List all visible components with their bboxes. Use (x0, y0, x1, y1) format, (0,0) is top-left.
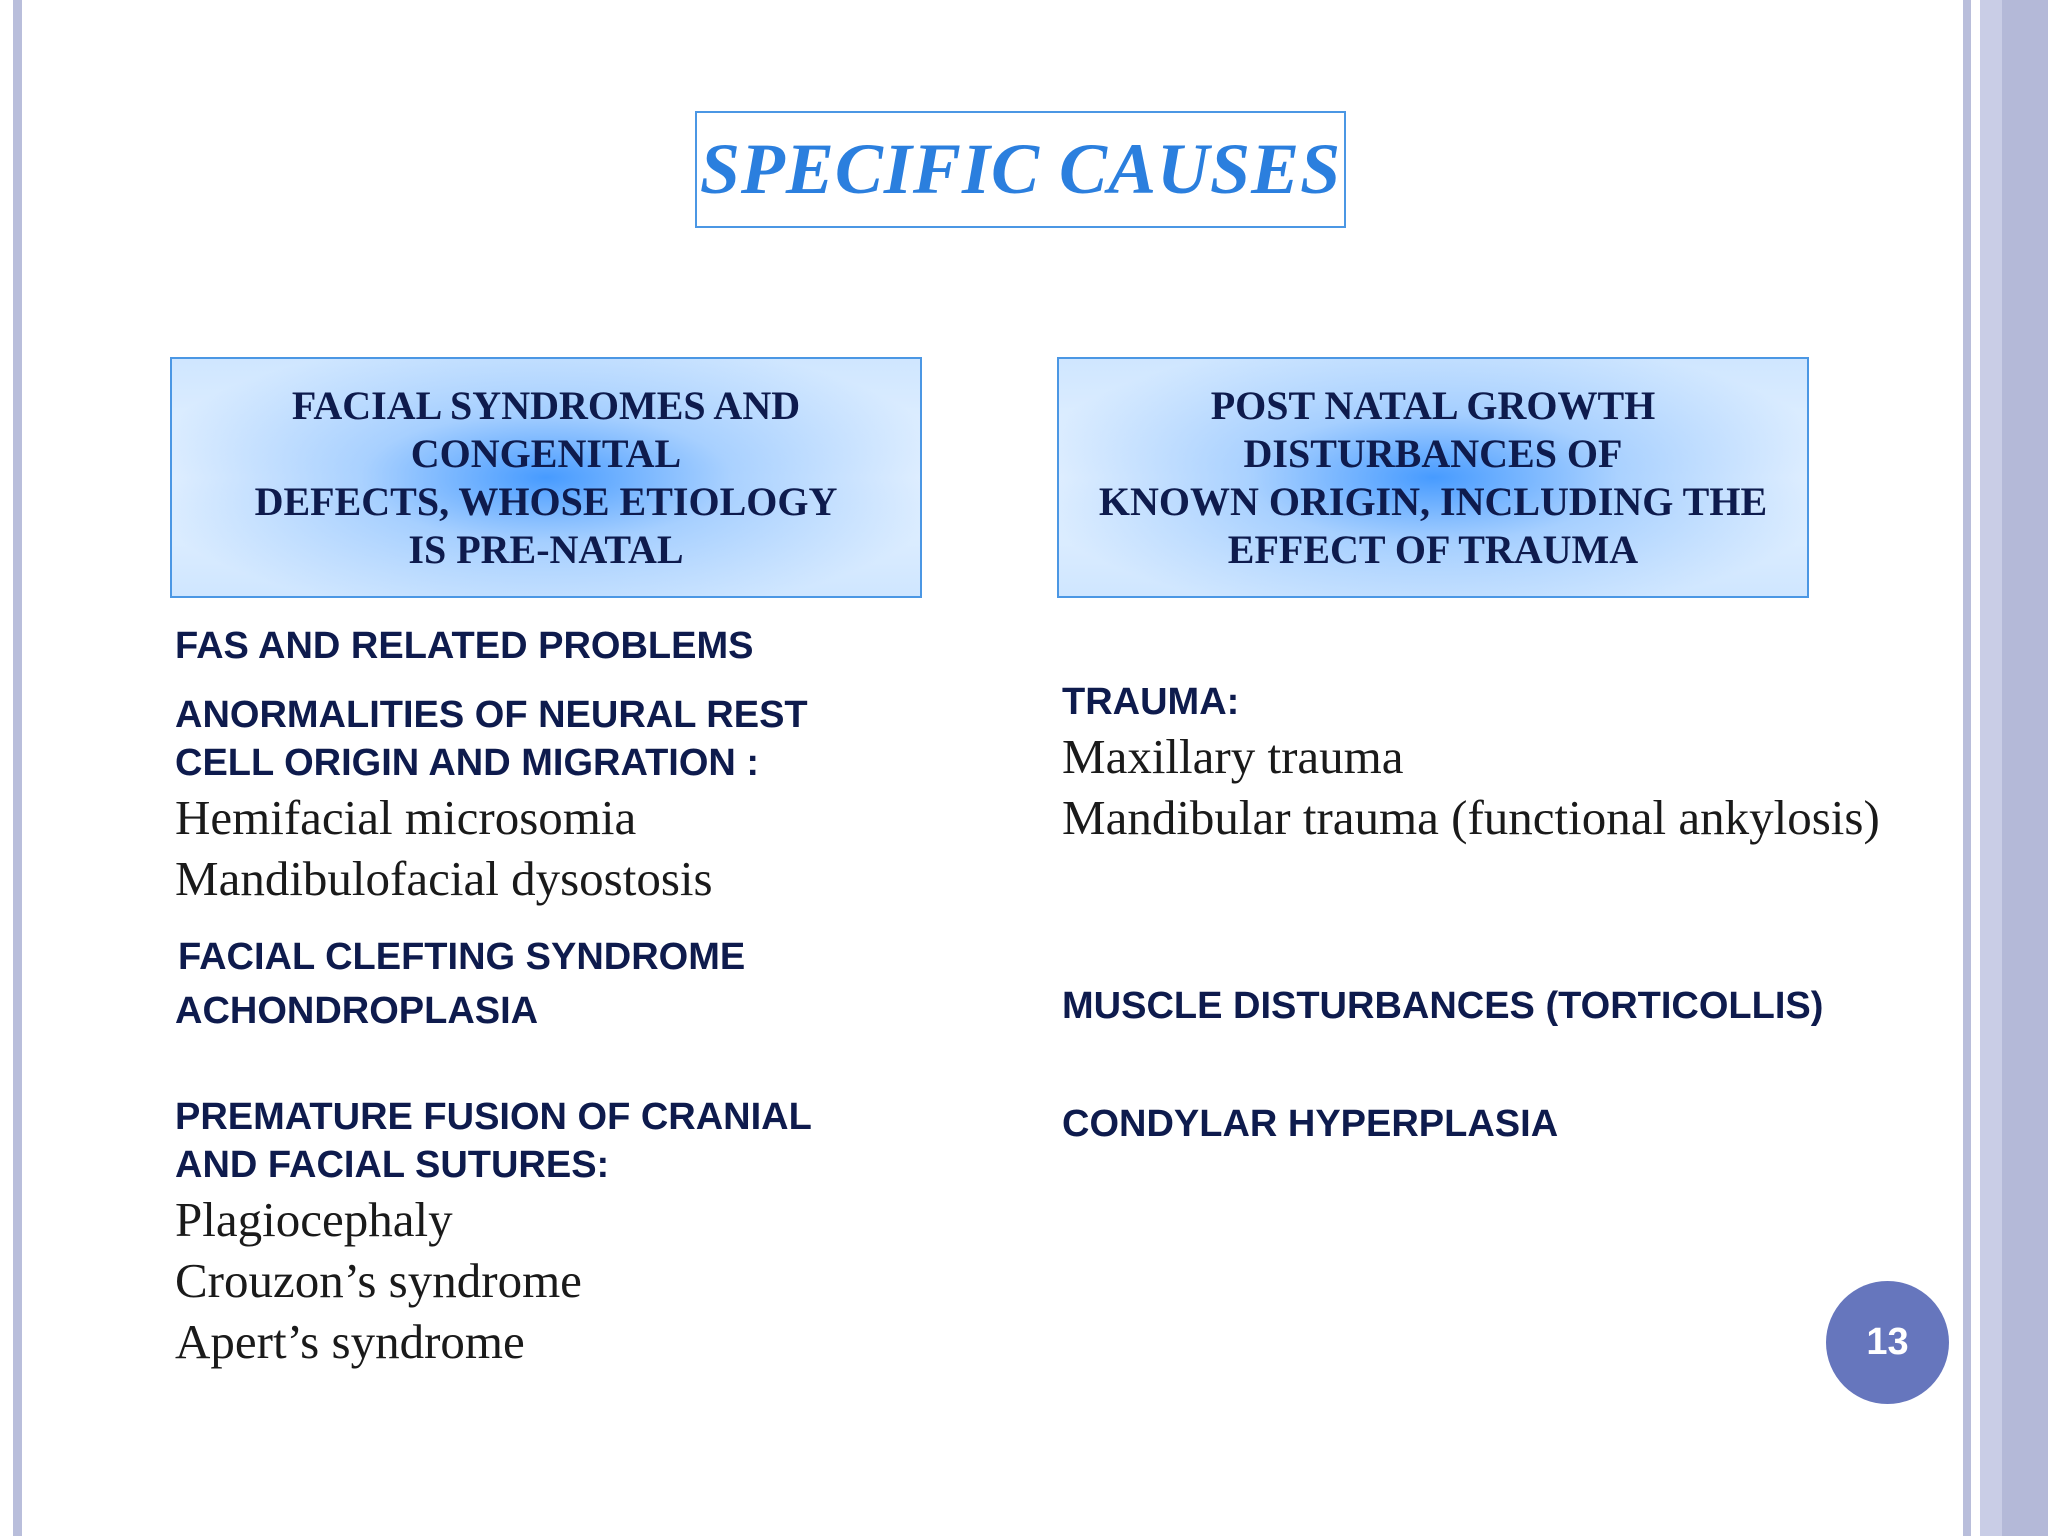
slide-title-box: SPECIFIC CAUSES (695, 111, 1346, 228)
prenatal-category-text: FACIAL SYNDROMES AND CONGENITAL DEFECTS,… (254, 382, 838, 572)
list-item: Crouzon’s syndrome (175, 1253, 582, 1308)
list-item: Mandibular trauma (functional ankylosis) (1062, 790, 1880, 845)
list-item: Plagiocephaly (175, 1192, 453, 1247)
postnatal-category-text: POST NATAL GROWTH DISTURBANCES OF KNOWN … (1098, 382, 1768, 572)
muscle-disturbances-heading: MUSCLE DISTURBANCES (TORTICOLLIS) (1062, 985, 1824, 1027)
list-item: Hemifacial microsomia (175, 790, 637, 845)
postnatal-category-box: POST NATAL GROWTH DISTURBANCES OF KNOWN … (1057, 357, 1809, 598)
condylar-hyperplasia-heading: CONDYLAR HYPERPLASIA (1062, 1103, 1559, 1145)
achondroplasia-heading: ACHONDROPLASIA (175, 990, 539, 1032)
facial-clefting-heading: FACIAL CLEFTING SYNDROME (178, 936, 746, 978)
premature-fusion-heading: PREMATURE FUSION OF CRANIAL AND FACIAL S… (175, 1096, 812, 1186)
fas-heading: FAS AND RELATED PROBLEMS (175, 625, 754, 667)
right-decor-band-dark (2002, 0, 2048, 1536)
page-number-badge: 13 (1826, 1281, 1949, 1404)
list-item: Mandibulofacial dysostosis (175, 851, 713, 906)
list-item: Apert’s syndrome (175, 1314, 525, 1369)
neural-rest-heading: ANORMALITIES OF NEURAL REST CELL ORIGIN … (175, 694, 808, 784)
slide-title: SPECIFIC CAUSES (699, 129, 1342, 209)
prenatal-category-box: FACIAL SYNDROMES AND CONGENITAL DEFECTS,… (170, 357, 922, 598)
list-item: Maxillary trauma (1062, 729, 1404, 784)
slide-frame-right-stripe (1963, 0, 1971, 1536)
postnatal-causes-list: TRAUMA: Maxillary trauma Mandibular trau… (1062, 678, 1962, 1148)
prenatal-causes-list: FAS AND RELATED PROBLEMS ANORMALITIES OF… (175, 622, 935, 1372)
slide-frame-left-stripe (13, 0, 22, 1536)
trauma-heading: TRAUMA: (1062, 681, 1240, 723)
right-decor-band-light (1980, 0, 2002, 1536)
